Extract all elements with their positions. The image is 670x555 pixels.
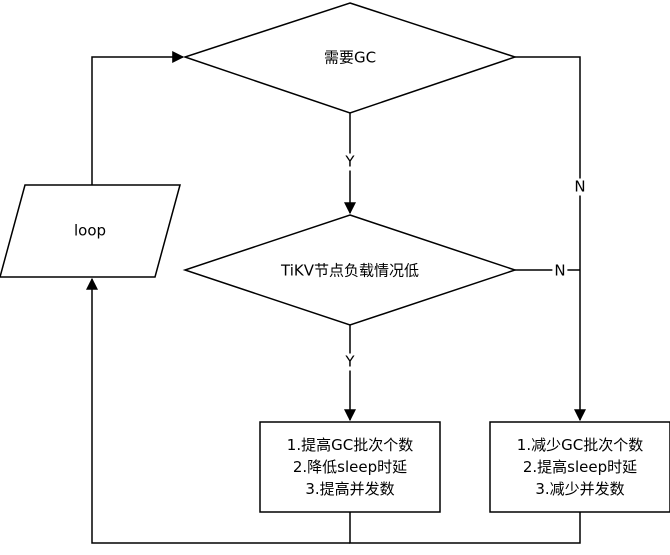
edge-label-need-gc-no: N <box>572 177 588 196</box>
edge-boxes-to-loop <box>349 512 581 544</box>
decrease-line-2: 2.提高sleep时延 <box>522 458 638 476</box>
edge-loop-to-need-gc <box>91 51 185 185</box>
edge-label-tikv-low-yes: Y <box>343 352 357 371</box>
increase-box-rect <box>259 421 441 513</box>
increase-line-2: 2.降低sleep时延 <box>292 458 408 476</box>
need-gc-label: 需要GC <box>323 48 377 67</box>
edge-bottom-to-loop <box>86 277 350 544</box>
decrease-box-text: 1.减少GC批次个数 2.提高sleep时延 3.减少并发数 <box>517 434 643 500</box>
increase-line-1: 1.提高GC批次个数 <box>286 436 414 454</box>
edge-need-gc-no <box>515 56 586 422</box>
edge-label-tikv-low-no: N <box>552 261 568 280</box>
loop-label: loop <box>73 221 107 240</box>
increase-line-3: 3.提高并发数 <box>305 480 395 498</box>
tikv-low-label: TiKV节点负载情况低 <box>281 261 419 280</box>
decrease-box-rect <box>489 421 670 513</box>
edge-label-need-gc-yes: Y <box>343 152 357 171</box>
increase-box-text: 1.提高GC批次个数 2.降低sleep时延 3.提高并发数 <box>287 434 413 500</box>
decrease-line-3: 3.减少并发数 <box>535 480 625 498</box>
loop-parallelogram <box>0 184 181 278</box>
decrease-line-1: 1.减少GC批次个数 <box>516 436 644 454</box>
